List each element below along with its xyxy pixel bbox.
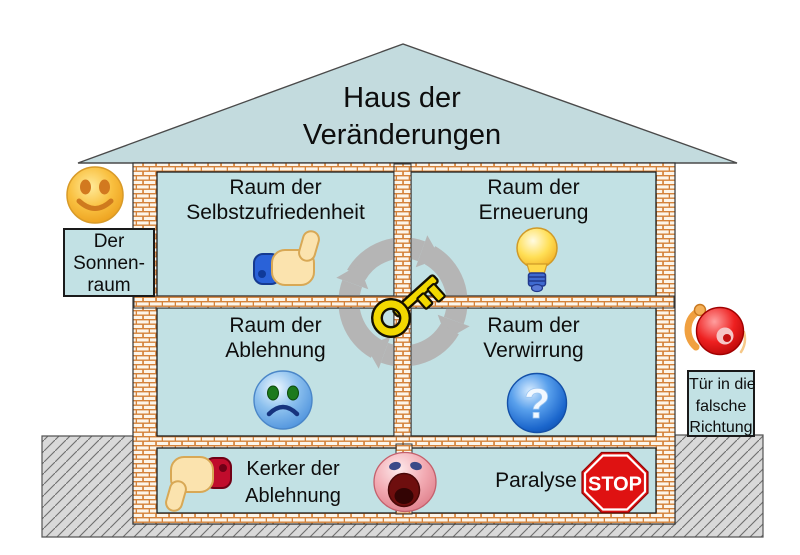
- lightbulb-icon: [516, 227, 558, 293]
- cycle-arrows-icon: [336, 235, 469, 368]
- thumbs-up-icon: [253, 230, 320, 286]
- sun-room-box: Der Sonnen- raum: [63, 228, 155, 297]
- diagram-title: Haus der Veränderungen: [247, 80, 557, 154]
- basement-label-paralyse: Paralyse: [495, 469, 577, 492]
- room-label-verwirrung: Raum der Verwirrung: [483, 314, 584, 362]
- smiley-icon: [66, 166, 124, 224]
- stop-sign-icon: STOP: [581, 451, 649, 514]
- screaming-face-icon: [373, 451, 437, 513]
- title-line1: Haus der: [343, 82, 461, 114]
- room-label-selbstzufriedenheit: Raum der Selbstzufriedenheit: [186, 176, 365, 224]
- wrong-door-box: Tür in die falsche Richtung: [687, 370, 756, 437]
- thumbs-down-icon: [165, 456, 232, 512]
- alarm-bell-icon: [684, 303, 747, 356]
- question-mark-ball-icon: ?: [506, 372, 568, 434]
- sad-face-icon: [253, 370, 313, 430]
- room-label-ablehnung: Raum der Ablehnung: [225, 314, 326, 362]
- stop-sign-label: STOP: [588, 474, 642, 496]
- key-icon: [371, 274, 446, 338]
- room-label-erneuerung: Raum der Erneuerung: [478, 176, 589, 224]
- basement-label-kerker: Kerker der Ablehnung: [245, 458, 341, 507]
- svg-text:?: ?: [524, 380, 550, 428]
- title-line2: Veränderungen: [302, 119, 502, 151]
